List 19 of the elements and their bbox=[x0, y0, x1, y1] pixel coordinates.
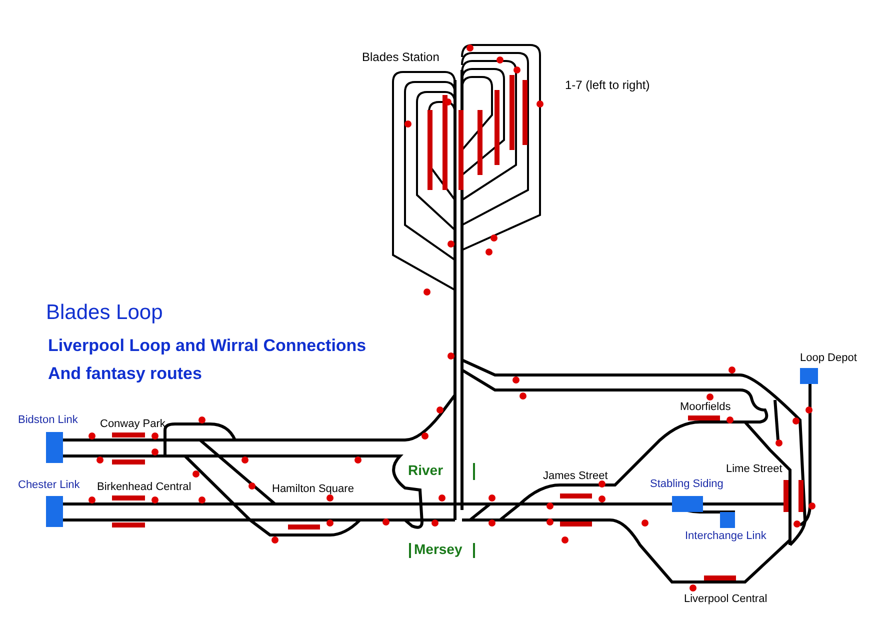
terminal-label: Stabling Siding bbox=[650, 478, 724, 490]
station-label: Conway Park bbox=[100, 418, 166, 430]
subtitle: Liverpool Loop and Wirral Connections bbox=[48, 337, 366, 356]
river-label: River bbox=[408, 463, 444, 478]
station-label: Moorfields bbox=[680, 401, 731, 414]
station-label: Hamilton Square bbox=[272, 483, 354, 496]
diagram-title: Blades Loop bbox=[46, 301, 163, 324]
station-label: Blades Station bbox=[362, 51, 440, 64]
river-label: Mersey bbox=[414, 542, 462, 558]
terminal-label: Bidston Link bbox=[18, 414, 78, 426]
station-label: Lime Street bbox=[726, 463, 782, 476]
terminal-label: Chester Link bbox=[18, 479, 80, 492]
station-label: Liverpool Central bbox=[684, 593, 768, 606]
station-label: James Street bbox=[543, 470, 608, 482]
note-text: 1-7 (left to right) bbox=[565, 79, 650, 92]
terminal-label: Loop Depot bbox=[800, 352, 857, 364]
terminal-label: Interchange Link bbox=[685, 530, 766, 542]
station-label: Birkenhead Central bbox=[97, 481, 192, 494]
subtitle: And fantasy routes bbox=[48, 365, 202, 384]
